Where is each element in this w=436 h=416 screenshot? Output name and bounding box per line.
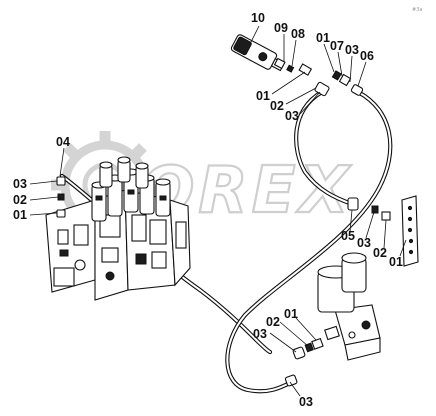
- callout-07-top: 07: [330, 39, 344, 53]
- callout-01-bottom: 01: [284, 307, 298, 321]
- callout-labels: 10 09 08 01 07 03 06 01 02 03 04 03 02 0…: [13, 11, 403, 409]
- callout-01-top: 01: [316, 31, 330, 45]
- callout-05-right: 05: [341, 229, 355, 243]
- top-fittings: [298, 63, 364, 97]
- callout-03-top: 03: [345, 43, 359, 57]
- valve-solenoids: [91, 156, 171, 222]
- callout-02-left: 02: [13, 193, 27, 207]
- callout-03-mid: 03: [285, 109, 299, 123]
- callout-03-lowest: 03: [299, 395, 313, 409]
- bottom-fittings: [284, 337, 324, 387]
- callout-10-top: 10: [251, 11, 265, 25]
- pressure-switch: [230, 34, 295, 73]
- callout-01-left: 01: [13, 208, 27, 222]
- callout-01-right: 01: [389, 255, 403, 269]
- control-valve-bank: [45, 156, 191, 301]
- callout-06-top: 06: [360, 49, 374, 63]
- callout-08-top: 08: [291, 27, 305, 41]
- right-fittings: [347, 197, 391, 221]
- callout-02-right: 02: [373, 246, 387, 260]
- callout-09-top: 09: [274, 21, 288, 35]
- left-fittings: [56, 176, 66, 218]
- callout-02-bottom: 02: [266, 315, 280, 329]
- leader-lines: [29, 25, 407, 397]
- mounting-bracket: [401, 195, 419, 267]
- callout-03-right: 03: [357, 236, 371, 250]
- callout-03-left: 03: [13, 177, 27, 191]
- callout-04-left: 04: [56, 135, 70, 149]
- callout-03-bottom: 03: [253, 327, 267, 341]
- callout-02-mid: 02: [270, 99, 284, 113]
- solenoid-valve: [317, 252, 381, 361]
- callout-01-mid: 01: [256, 89, 270, 103]
- corner-mark: #3a: [412, 7, 422, 13]
